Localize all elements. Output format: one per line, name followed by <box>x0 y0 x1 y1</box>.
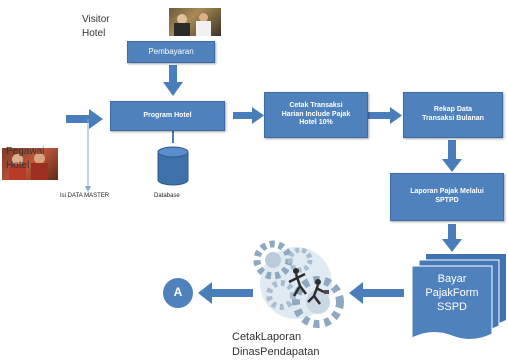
pembayaran-box: Pembayaran <box>127 41 215 63</box>
database-label: Database <box>154 193 180 199</box>
laporan-pajak-box: Laporan Pajak Melalui SPTPD <box>390 173 504 221</box>
pegawai-hotel-photo <box>2 148 58 180</box>
cetak-transaksi-box: Cetak Transaksi Harian Include Pajak Hot… <box>264 92 368 138</box>
bayar-pajak-line2: PajakForm <box>425 287 479 299</box>
cetak-transaksi-line3: Hotel 10% <box>299 119 333 127</box>
rekap-data-line2: Transaksi Bulanan <box>422 115 484 122</box>
visitor-hotel-photo <box>169 8 221 36</box>
arrow-laporan-to-bayar <box>442 224 462 252</box>
connector-a-circle <box>161 276 195 310</box>
arrow-cetaklaporan-to-a <box>198 282 253 304</box>
arrow-cetak-to-rekap <box>368 107 402 124</box>
pegawai-label-line2: Hotel <box>6 160 30 171</box>
rekap-data-line1: Rekap Data <box>433 106 473 114</box>
connector-a-text: A <box>173 285 183 299</box>
bayar-pajak-line1: Bayar <box>437 273 467 285</box>
visitor-label-line2: Hotel <box>82 28 106 39</box>
arrow-bayar-to-cetaklaporan <box>349 282 404 304</box>
pembayaran-label: Pembayaran <box>148 47 194 56</box>
program-hotel-box: Program Hotel <box>110 101 225 131</box>
gears-illustration-icon <box>253 240 344 328</box>
laporan-pajak-line2: SPTPD <box>435 197 459 204</box>
arrow-rekap-to-laporan <box>442 140 462 172</box>
cetak-transaksi-line2: Harian Include Pajak <box>281 110 351 118</box>
bayar-pajak-line3: SSPD <box>437 301 467 313</box>
rekap-data-box: Rekap Data Transaksi Bulanan <box>403 92 503 138</box>
document-stack-icon <box>411 254 506 340</box>
laporan-pajak-line1: Laporan Pajak Melalui <box>410 188 484 196</box>
arrow-pembayaran-to-program <box>163 65 183 96</box>
cetak-laporan-label: CetakLaporan DinasPendapatan <box>232 330 319 360</box>
arrow-pegawai-to-program <box>66 109 103 129</box>
data-master-text: Isi DATA MASTER <box>60 193 110 199</box>
connector-a-label: A <box>162 285 194 299</box>
program-hotel-label: Program Hotel <box>143 111 192 119</box>
arrow-program-to-cetak <box>233 107 264 124</box>
database-cylinder-icon <box>157 146 189 186</box>
pegawai-label-line1: Pegawai <box>6 146 45 157</box>
cetak-transaksi-line1: Cetak Transaksi <box>289 101 343 109</box>
bayar-pajak-label: Bayar PajakForm SSPD <box>412 272 492 314</box>
cetak-laporan-line1: CetakLaporan <box>232 331 302 343</box>
cetak-laporan-line2: DinasPendapatan <box>232 346 320 358</box>
pegawai-label: Pegawai Hotel <box>6 145 44 173</box>
database-text: Database <box>154 193 180 199</box>
visitor-label-line1: Visitor <box>82 14 110 25</box>
data-master-label: Isi DATA MASTER <box>60 193 109 199</box>
visitor-label: Visitor Hotel <box>82 13 110 41</box>
